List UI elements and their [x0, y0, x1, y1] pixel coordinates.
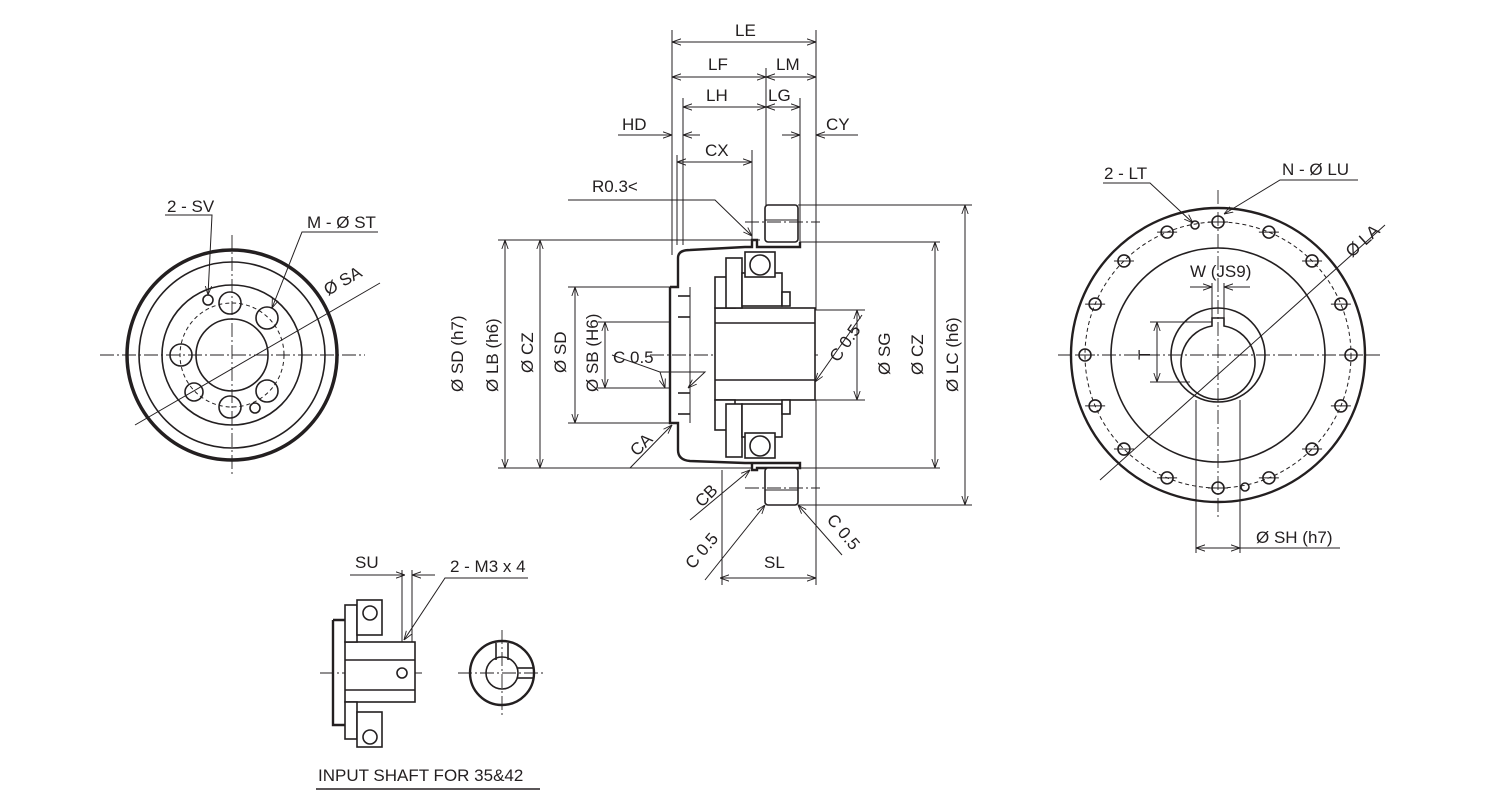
- lc-h6-label: Ø LC (h6): [943, 317, 962, 392]
- bolt-holes: [169, 291, 279, 419]
- st-label: M - Ø ST: [307, 213, 376, 232]
- caption: INPUT SHAFT FOR 35&42: [318, 766, 523, 785]
- lt-label: 2 - LT: [1104, 164, 1147, 183]
- lb-h6-label: Ø LB (h6): [483, 318, 502, 392]
- cz-right-label: Ø CZ: [908, 334, 927, 375]
- c05-bottom-right-label: C 0.5: [823, 510, 864, 553]
- lh-label: LH: [706, 86, 728, 105]
- sd-label: Ø SD: [551, 331, 570, 373]
- su-label: SU: [355, 553, 379, 572]
- cb-label: CB: [691, 481, 721, 511]
- sa-label: Ø SA: [321, 262, 366, 299]
- input-side-view: 2 - SV M - Ø ST Ø SA: [100, 197, 381, 475]
- m3-label: 2 - M3 x 4: [450, 557, 526, 576]
- sg-label: Ø SG: [875, 332, 894, 375]
- cx-label: CX: [705, 141, 729, 160]
- sv-label: 2 - SV: [167, 197, 215, 216]
- lu-label: N - Ø LU: [1282, 160, 1349, 179]
- hd-label: HD: [622, 115, 647, 134]
- bolt-holes: [1075, 215, 1361, 495]
- sh-label: Ø SH (h7): [1256, 528, 1333, 547]
- output-side-view: 2 - LT N - Ø LU Ø LA W (JS9) T Ø SH (h7): [1058, 160, 1386, 553]
- r03-label: R0.3<: [592, 177, 638, 196]
- w-label: W (JS9): [1190, 262, 1251, 281]
- sl-label: SL: [764, 553, 785, 572]
- la-label: Ø LA: [1342, 220, 1384, 260]
- section-view: LE LF LM LH LG HD CX CY R0.3<: [448, 21, 972, 585]
- ca-label: CA: [626, 429, 657, 460]
- c05-left-label: C 0.5: [613, 348, 654, 367]
- le-label: LE: [735, 21, 756, 40]
- cz-left-label: Ø CZ: [518, 332, 537, 373]
- cy-label: CY: [826, 115, 850, 134]
- c05-right-label: C 0.5: [826, 321, 865, 365]
- sd-h7-label: Ø SD (h7): [448, 315, 467, 392]
- t-label: T: [1135, 350, 1154, 360]
- sb-h6-label: Ø SB (H6): [583, 314, 602, 392]
- input-shaft-detail: SU 2 - M3 x 4 INPUT SHAFT FOR 35&42: [316, 553, 545, 790]
- lg-label: LG: [768, 86, 791, 105]
- lm-label: LM: [776, 55, 800, 74]
- lf-label: LF: [708, 55, 728, 74]
